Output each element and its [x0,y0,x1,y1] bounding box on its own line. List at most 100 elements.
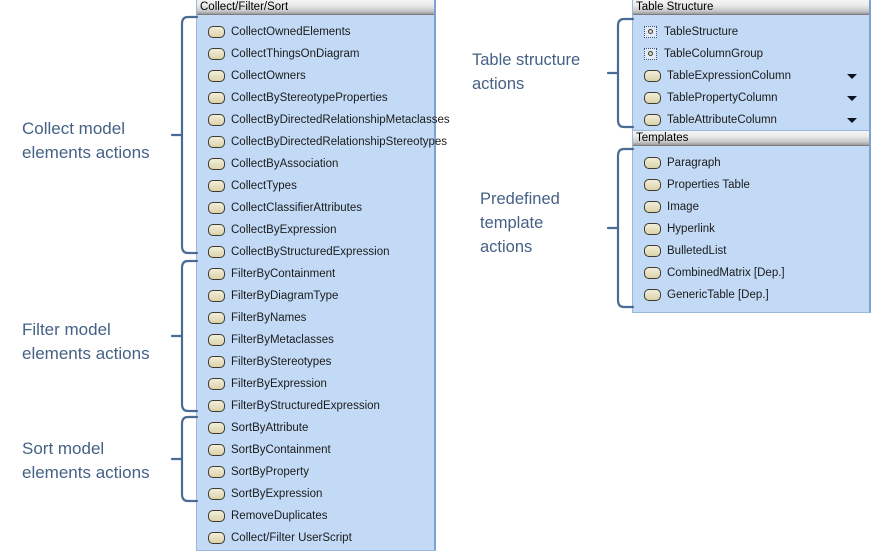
palette-item[interactable]: SortByExpression [197,483,434,505]
brace-sort [170,415,199,503]
palette-item[interactable]: TableColumnGroup [633,43,869,65]
palette-item[interactable]: FilterByStereotypes [197,351,434,373]
palette-item[interactable]: TableAttributeColumn [633,109,869,131]
palette-item[interactable]: CombinedMatrix [Dep.] [633,262,869,284]
annotation-line: template [480,214,544,232]
palette-item[interactable]: CollectByStereotypeProperties [197,87,434,109]
chevron-down-icon[interactable] [847,74,857,79]
annotation-line: Collect model [22,119,125,138]
palette-item[interactable]: Paragraph [633,152,869,174]
palette-item[interactable]: FilterByDiagramType [197,285,434,307]
palette-item[interactable]: CollectByExpression [197,219,434,241]
palette-item[interactable]: BulletedList [633,240,869,262]
annotation-line: elements actions [22,463,150,482]
palette-item-label: TableAttributeColumn [667,113,777,126]
palette-item[interactable]: TableStructure [633,21,869,43]
action-pill-icon [208,180,225,192]
action-pill-icon [208,532,225,544]
panel-title-table-structure[interactable]: Table Structure [633,0,869,15]
palette-item[interactable]: SortByAttribute [197,417,434,439]
palette-item[interactable]: Hyperlink [633,218,869,240]
action-pill-icon [208,224,225,236]
action-pill-icon [208,312,225,324]
palette-item-label: SortByAttribute [231,421,309,434]
palette-item[interactable]: Properties Table [633,174,869,196]
annotation-line: elements actions [22,143,150,162]
palette-item-label: CollectOwners [231,69,306,82]
palette-item[interactable]: SortByContainment [197,439,434,461]
action-pill-icon [208,26,225,38]
action-pill-icon [208,422,225,434]
panel-collect-filter-sort: Collect/Filter/Sort CollectOwnedElements… [196,0,450,551]
annotation-line: Predefined [480,190,560,208]
palette-item[interactable]: GenericTable [Dep.] [633,284,869,306]
action-pill-icon [208,378,225,390]
panel-title-collect-filter-sort[interactable]: Collect/Filter/Sort [197,0,434,15]
chevron-down-icon[interactable] [847,96,857,101]
palette-item[interactable]: FilterByNames [197,307,434,329]
palette-item[interactable]: CollectClassifierAttributes [197,197,434,219]
action-pill-icon [208,114,225,126]
palette-item[interactable]: CollectByDirectedRelationshipMetaclasses [197,109,450,131]
action-pill-icon [644,223,661,235]
palette-item[interactable]: FilterByExpression [197,373,434,395]
palette-item[interactable]: CollectByAssociation [197,153,434,175]
palette-item[interactable]: Collect/Filter UserScript [197,527,434,549]
palette-item[interactable]: TablePropertyColumn [633,87,869,109]
brace-filter [170,259,199,413]
palette-item-label: FilterByExpression [231,377,327,390]
palette-item-label: TablePropertyColumn [667,91,778,104]
action-pill-icon [208,356,225,368]
palette-item-label: BulletedList [667,244,727,257]
action-pill-icon [208,466,225,478]
palette-item[interactable]: CollectTypes [197,175,434,197]
annotation-table-structure-actions: Table structure actions [472,48,618,96]
palette-item[interactable]: FilterByMetaclasses [197,329,434,351]
palette-item[interactable]: SortByProperty [197,461,434,483]
palette-item[interactable]: CollectOwnedElements [197,21,434,43]
action-pill-icon [208,334,225,346]
palette-item-label: CollectByDirectedRelationshipStereotypes [231,135,448,148]
palette-item-label: FilterByDiagramType [231,289,339,302]
palette-item[interactable]: FilterByStructuredExpression [197,395,434,417]
palette-item[interactable]: CollectByDirectedRelationshipStereotypes [197,131,447,153]
palette-item-label: SortByContainment [231,443,331,456]
annotation-collect-model-elements-actions: Collect model elements actions [22,117,182,165]
palette-item-label: FilterByContainment [231,267,336,280]
annotation-line: Table structure [472,51,581,69]
palette-item-label: TableExpressionColumn [667,69,792,82]
chevron-down-icon[interactable] [847,118,857,123]
action-pill-icon [208,400,225,412]
palette-item-label: Image [667,200,699,213]
palette-item-label: CombinedMatrix [Dep.] [667,266,785,279]
action-pill-icon [208,92,225,104]
panel-title-templates[interactable]: Templates [633,131,869,146]
palette-item[interactable]: FilterByContainment [197,263,434,285]
action-pill-icon [644,267,661,279]
annotation-line: actions [472,75,525,93]
palette-item[interactable]: CollectByStructuredExpression [197,241,434,263]
action-pill-icon [644,114,661,126]
action-pill-icon [644,245,661,257]
palette-item-label: Collect/Filter UserScript [231,531,352,544]
palette-item[interactable]: RemoveDuplicates [197,505,434,527]
palette-item[interactable]: CollectOwners [197,65,434,87]
palette-item-label: RemoveDuplicates [231,509,328,522]
palette-item-label: FilterByMetaclasses [231,333,334,346]
palette-item-label: SortByExpression [231,487,323,500]
palette-item[interactable]: TableExpressionColumn [633,65,869,87]
action-pill-icon [208,268,225,280]
action-pill-icon [208,290,225,302]
action-pill-icon [208,48,225,60]
action-pill-icon [644,179,661,191]
action-pill-icon [208,510,225,522]
palette-item[interactable]: CollectThingsOnDiagram [197,43,434,65]
palette-item[interactable]: Image [633,196,869,218]
palette-item-label: CollectByStereotypeProperties [231,91,388,104]
